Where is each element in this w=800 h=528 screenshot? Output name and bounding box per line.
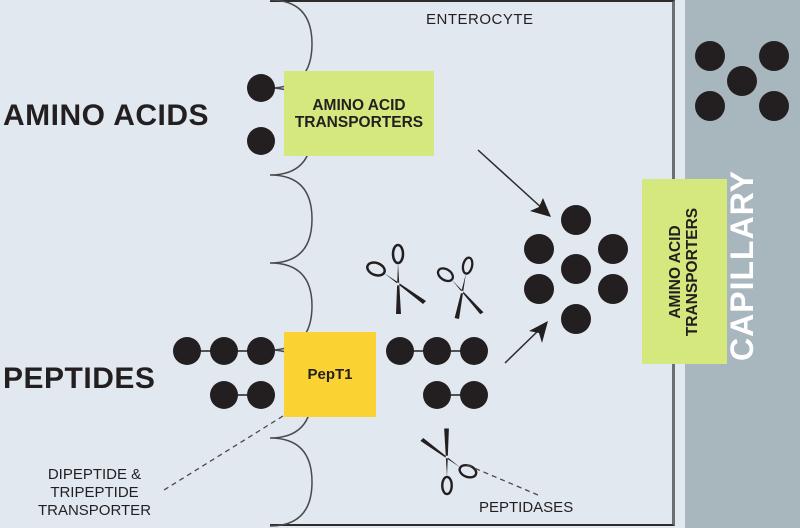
amino-acid-cluster (524, 205, 628, 334)
pept1-label: PepT1 (307, 366, 353, 383)
tripeptide-outside (173, 337, 275, 365)
tripeptide-inside (386, 337, 488, 365)
amino-acid-transporters-basolateral: AMINO ACID TRANSPORTERS (642, 179, 727, 364)
transporter-label-line1: AMINO ACID (312, 96, 406, 114)
amino-acid-molecules-apical (247, 74, 275, 155)
amino-acid-transporters-apical: AMINO ACID TRANSPORTERS (284, 71, 434, 156)
leader-line-peptidases (466, 464, 539, 496)
transporter-label-line2: TRANSPORTERS (294, 113, 424, 131)
label-line: TRANSPORTER (37, 502, 152, 519)
scissors-icon (426, 250, 496, 325)
amino-acids-label: AMINO ACIDS (3, 99, 210, 132)
capillary-label-wrap: CAPILLARY (700, 150, 785, 380)
molecule (247, 127, 275, 155)
scissors-icon (364, 243, 428, 316)
peptides-label: PEPTIDES (3, 362, 156, 395)
dipeptide-inside (423, 381, 488, 409)
transporter-label-line1: AMINO ACID (667, 224, 685, 319)
label-line: TRIPEPTIDE (50, 484, 139, 501)
leader-line-pept1 (163, 415, 284, 491)
peptidases-label: PEPTIDASES (479, 499, 574, 516)
capillary-amino-acids (695, 41, 789, 121)
transporter-label-line2: TRANSPORTERS (684, 207, 702, 336)
molecule (247, 74, 275, 102)
scissors-icon (419, 427, 480, 496)
enterocyte-label: ENTEROCYTE (426, 11, 534, 28)
arrow-icon (504, 321, 548, 364)
dipeptide-tripeptide-transporter-label: DIPEPTIDE & TRIPEPTIDE TRANSPORTER (22, 466, 167, 520)
capillary-label: CAPILLARY (724, 169, 761, 361)
label-line: DIPEPTIDE & (47, 466, 142, 483)
arrow-icon (477, 149, 551, 217)
dipeptide-outside (210, 381, 275, 409)
pept1-transporter: PepT1 (284, 332, 376, 417)
